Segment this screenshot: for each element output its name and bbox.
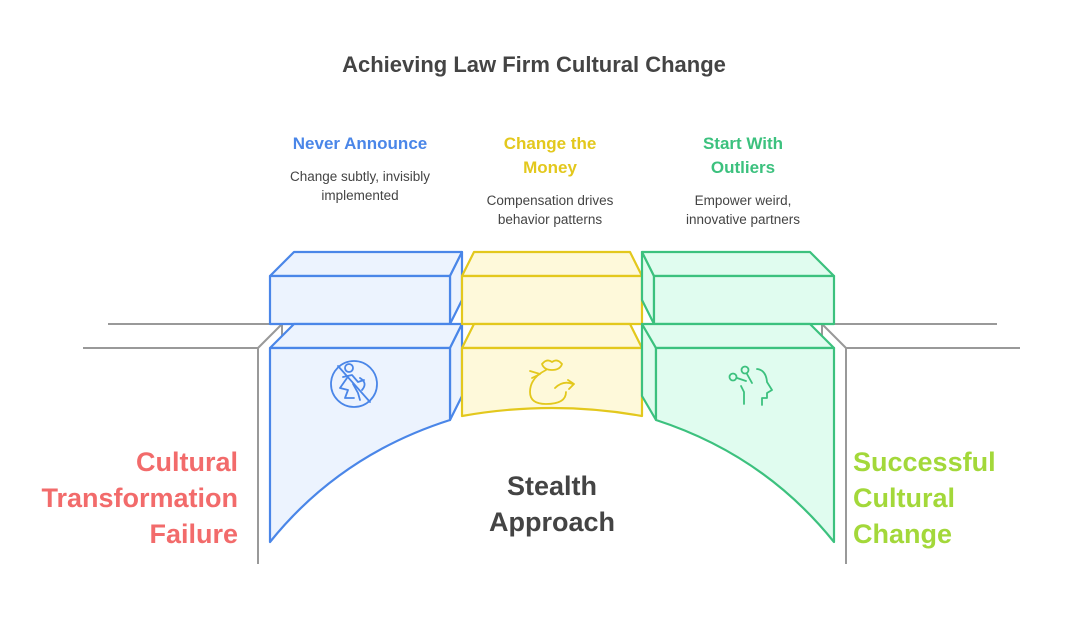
step-title-never-announce: Never Announce [292, 134, 428, 153]
diagram-title: Achieving Law Firm Cultural Change [342, 52, 726, 77]
step-desc-change-the-money: Compensation drives behavior patterns [486, 193, 614, 227]
head-ideas-icon [728, 365, 773, 406]
left-outcome-label: Cultural Transformation Failure [41, 447, 238, 549]
step-title-start-with-outliers: Start With Outliers [702, 134, 784, 177]
yellow-upper-block [460, 250, 644, 326]
step-desc-start-with-outliers: Empower weird, innovative partners [685, 193, 801, 227]
blue-upper-block [268, 250, 464, 326]
yellow-lower-block [460, 322, 644, 418]
right-outcome-label: Successful Cultural Change [853, 447, 996, 549]
step-desc-never-announce: Change subtly, invisibly implemented [289, 169, 431, 203]
green-upper-block [640, 250, 836, 326]
no-walking-person-icon [330, 360, 378, 408]
step-title-change-the-money: Change the Money [503, 134, 597, 177]
money-bag-arrow-icon [529, 359, 575, 405]
center-label: Stealth Approach [488, 471, 615, 537]
green-lower-block [640, 322, 836, 544]
blue-lower-block [268, 322, 464, 544]
